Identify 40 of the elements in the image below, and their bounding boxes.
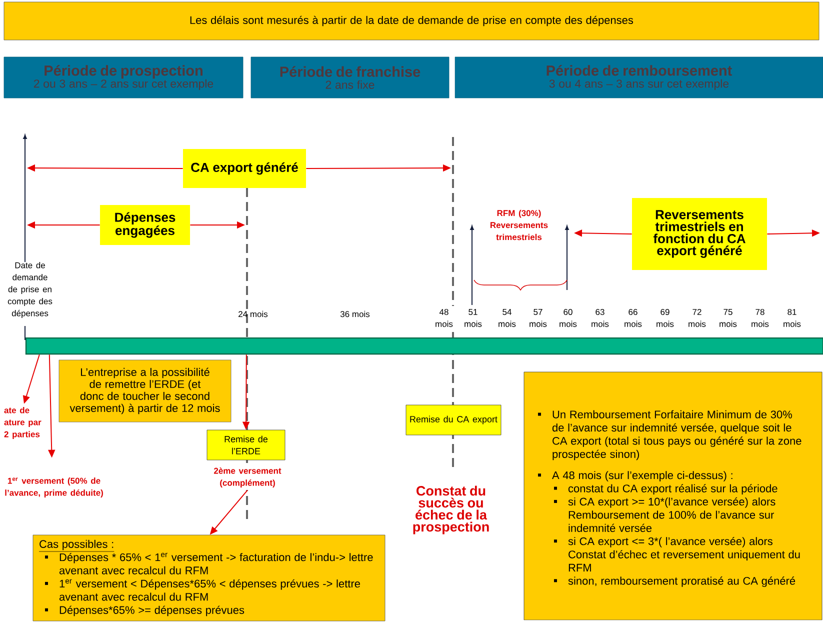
tick-label: 36 mois <box>340 310 370 318</box>
annotation-text: 1$^{er}$ versement (50% de l’avance, prime déduite) <box>0 458 108 517</box>
period-box: Période de franchise 2 ans fixe <box>250 56 450 98</box>
label-box: Reversements trimestriels en fonction du CA export généré <box>632 198 767 270</box>
tick-label: 66 mois <box>624 309 642 327</box>
bullet-item: Dépenses*65% >= dépenses prévues <box>45 606 244 616</box>
period-box: Période de remboursement 3 ou 4 ans – 3 ans sur cet exemple <box>454 56 823 98</box>
period-box: Période de prospection 2 ou 3 ans – 2 ans sur cet exemple <box>4 56 244 98</box>
tick-label: 24 mois <box>238 310 268 318</box>
label-box: CA export généré <box>183 149 306 188</box>
label-box: Remise de l’ERDE <box>206 430 286 460</box>
bullet-item: constat du CA export réalisé sur la période <box>554 484 778 495</box>
annotation-text: 2ème versement (complément) <box>205 465 290 490</box>
axis-label: Date de demande de prise en compte des dépenses <box>8 262 52 318</box>
tick-label: 48 mois <box>436 309 453 327</box>
tick-label: 69 mois <box>656 309 674 327</box>
banner-box: Les délais sont mesurés à partir de la date de demande de prise en compte des dépenses <box>4 2 820 40</box>
timeline-bar <box>25 337 823 355</box>
bullet-item: sinon, remboursement proratisé au CA généré <box>554 576 796 587</box>
tick-label: 75 mois <box>720 309 737 327</box>
tick-label: 57 mois <box>530 309 547 327</box>
tick-label: 60 mois <box>560 309 577 327</box>
tick-label: 72 mois <box>688 309 706 327</box>
annotation-text: RFM (30%) Reversements trimestriels <box>490 210 548 240</box>
tick-label: 78 mois <box>752 309 769 327</box>
tick-label: 63 mois <box>592 309 609 327</box>
label-box: Remise du CA export <box>406 404 502 436</box>
bullet-item: Un Remboursement Forfaitaire Minimum de 30% de l’avance sur indemnité versée, quelque soit le CA export (total si tous pays ou généré sur la zone prospectée sinon) <box>538 410 802 460</box>
note-box: L’entreprise a la possibilité de remettre l’ERDE (et donc de toucher le second versement) à partir de 12 mois <box>58 360 232 422</box>
tick-label: 81 mois <box>784 309 801 327</box>
bullet-item: A 48 mois (sur l’exemple ci-dessus) : <box>538 471 732 482</box>
tick-label: 51 mois <box>464 309 482 327</box>
annotation-text: Constat du succès ou échec de la prospection <box>402 484 500 536</box>
note-box <box>32 534 386 622</box>
note-box <box>524 372 822 620</box>
tick-label: 54 mois <box>498 309 516 327</box>
label-box: Dépenses engagées <box>100 205 190 245</box>
annotation-text: ate de ature par 2 parties <box>1 404 47 442</box>
list-heading: Cas possibles : <box>38 540 114 552</box>
bullet-item: 1$^{er}$ versement < Dépenses*65% < dépenses prévues -> lettre avenant avec recalcul du RFM <box>45 579 360 601</box>
